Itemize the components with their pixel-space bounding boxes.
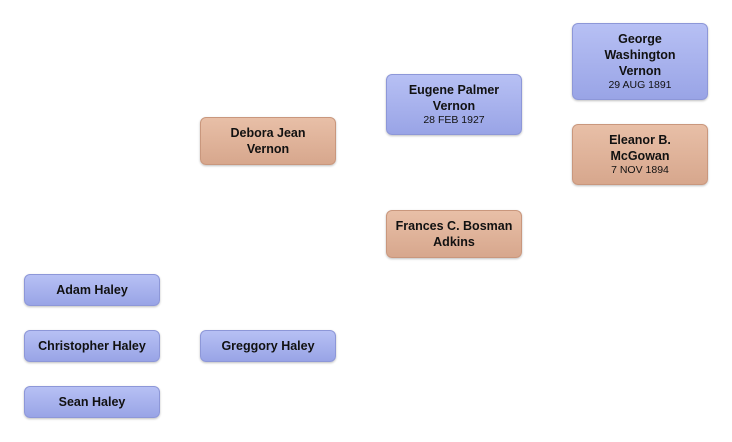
person-name: Christopher Haley bbox=[38, 339, 146, 353]
person-name: Adam Haley bbox=[56, 283, 128, 297]
person-card-sean-haley[interactable]: Sean Haley bbox=[24, 386, 160, 418]
person-name: Greggory Haley bbox=[221, 339, 315, 353]
person-card-frances-bosman-adkins[interactable]: Frances C. Bosman Adkins bbox=[386, 210, 522, 258]
person-card-christopher-haley[interactable]: Christopher Haley bbox=[24, 330, 160, 362]
person-name: Frances C. Bosman Adkins bbox=[395, 219, 513, 249]
person-name: Eugene Palmer Vernon bbox=[408, 83, 500, 113]
person-card-george-washington-vernon[interactable]: George Washington Vernon 29 AUG 1891 bbox=[572, 23, 708, 100]
person-name: Debora Jean Vernon bbox=[230, 126, 306, 156]
person-date: 28 FEB 1927 bbox=[423, 114, 485, 126]
person-card-eugene-palmer-vernon[interactable]: Eugene Palmer Vernon 28 FEB 1927 bbox=[386, 74, 522, 135]
person-card-debora-jean-vernon[interactable]: Debora Jean Vernon bbox=[200, 117, 336, 165]
person-card-adam-haley[interactable]: Adam Haley bbox=[24, 274, 160, 306]
person-name: Eleanor B. McGowan bbox=[609, 133, 671, 163]
person-name: Sean Haley bbox=[58, 395, 126, 409]
person-card-eleanor-mcgowan[interactable]: Eleanor B. McGowan 7 NOV 1894 bbox=[572, 124, 708, 185]
person-date: 29 AUG 1891 bbox=[608, 79, 672, 91]
person-date: 7 NOV 1894 bbox=[611, 164, 669, 176]
person-card-greggory-haley[interactable]: Greggory Haley bbox=[200, 330, 336, 362]
person-name: George Washington Vernon bbox=[604, 32, 676, 78]
